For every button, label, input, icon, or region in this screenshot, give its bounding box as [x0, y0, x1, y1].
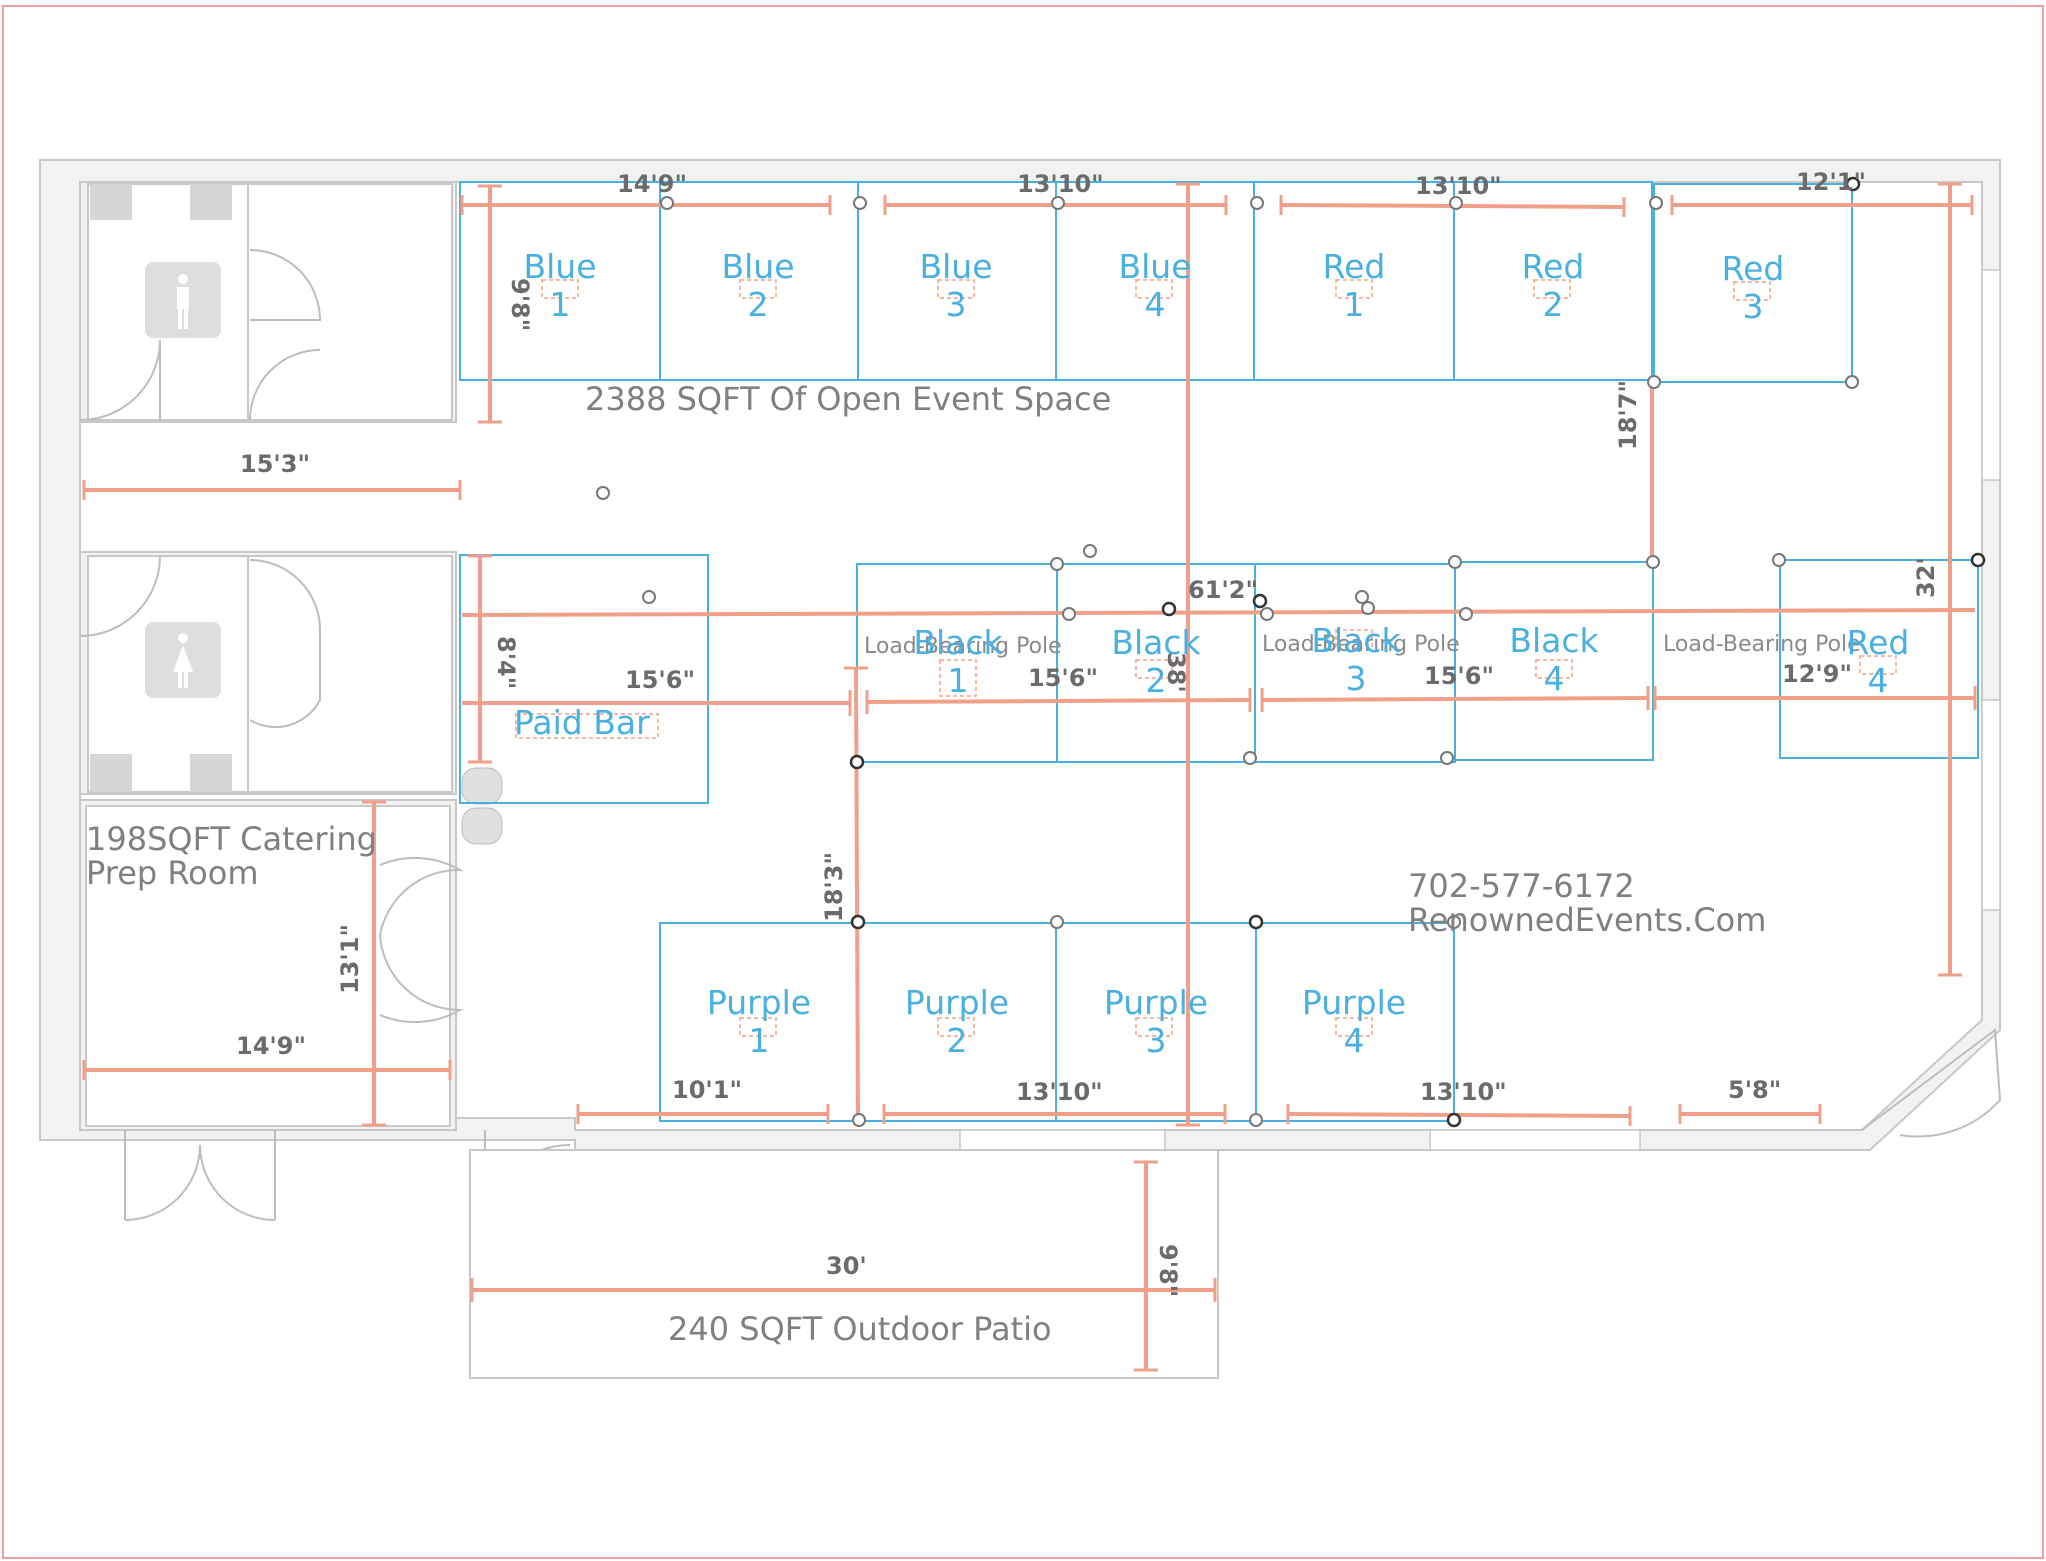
dim-top-blue34: 13'10": [1017, 170, 1104, 198]
dim-restroom-width: 15'3": [240, 450, 310, 478]
booth-blue-2-name: Blue: [721, 247, 794, 286]
pole-label-2: Load-Bearing Pole: [1262, 632, 1460, 657]
booth-blue-4-name: Blue: [1118, 247, 1191, 286]
booth-blue-3-name: Blue: [919, 247, 992, 286]
booth-red-3-name: Red: [1722, 249, 1785, 288]
booth-blue-1-name: Blue: [523, 247, 596, 286]
patio-area: [469, 1028, 2002, 1379]
dim-red4-width: 12'9": [1782, 660, 1852, 688]
website-label: RenownedEvents.Com: [1408, 901, 1766, 939]
booth-black-1-name: Black: [913, 623, 1003, 662]
dim-left-aisle: 18'3": [820, 852, 848, 922]
booth-black-1-num: 1: [948, 661, 969, 700]
booth-red-2-name: Red: [1522, 247, 1585, 286]
dim-bar-width: 15'6": [625, 666, 695, 694]
dim-patio-depth: 9'8": [1154, 1244, 1182, 1297]
booth-boxes: [459, 181, 1979, 1122]
pole-label-1: Load-Bearing Pole: [864, 634, 1062, 659]
open-space-label: 2388 SQFT Of Open Event Space: [585, 380, 1111, 418]
booth-black-4-name: Black: [1509, 621, 1599, 660]
booth-black-4-num: 4: [1544, 659, 1565, 698]
dim-hall-width: 61'2": [1188, 576, 1258, 604]
booth-purple-2-name: Purple: [905, 983, 1009, 1022]
dimension-lines: [82, 182, 1977, 1372]
dim-bottom-p4: 13'10": [1420, 1078, 1507, 1106]
booth-red-1-name: Red: [1323, 247, 1386, 286]
dim-catering-width: 14'9": [236, 1032, 306, 1060]
dim-top-blue12: 14'9": [617, 170, 687, 198]
booth-purple-1-num: 1: [749, 1021, 770, 1060]
pole-label-3: Load-Bearing Pole: [1663, 632, 1861, 657]
dim-patio-width: 30': [826, 1252, 867, 1280]
dim-black12: 15'6": [1028, 664, 1098, 692]
booth-black-3-num: 3: [1346, 659, 1367, 698]
catering-label-line1: 198SQFT Catering: [86, 820, 377, 858]
catering-label-line2: Prep Room: [86, 854, 258, 892]
dim-top-red3: 12'1": [1796, 168, 1866, 196]
dim-bottom-p23: 13'10": [1016, 1078, 1103, 1106]
dim-center-vertical: 38': [1162, 652, 1190, 693]
phone-number: 702-577-6172: [1408, 867, 1635, 905]
booth-red-2-num: 2: [1543, 285, 1564, 324]
booth-purple-4-num: 4: [1344, 1021, 1365, 1060]
node-markers: [596, 176, 1986, 1128]
booth-red-4-name: Red: [1847, 623, 1910, 662]
dim-right-aisle: 18'7": [1614, 380, 1642, 450]
booth-purple-4-name: Purple: [1302, 983, 1406, 1022]
dim-top-red12: 13'10": [1415, 172, 1502, 200]
dim-bottom-p1: 10'1": [672, 1076, 742, 1104]
restroom-women: [79, 551, 457, 795]
booth-labels: Blue 1 Blue 2 Blue 3 Blue 4 Red 1 Red 2 …: [523, 247, 1909, 1060]
patio-label: 240 SQFT Outdoor Patio: [668, 1310, 1052, 1348]
booth-purple-3-num: 3: [1146, 1021, 1167, 1060]
catering-room: [79, 767, 571, 1231]
booth-purple-3-name: Purple: [1104, 983, 1208, 1022]
booth-blue-3-num: 3: [946, 285, 967, 324]
booth-red-3-num: 3: [1743, 287, 1764, 326]
booth-blue-1-num: 1: [550, 285, 571, 324]
booth-red-1-num: 1: [1344, 285, 1365, 324]
page-border: [2, 5, 2044, 1559]
booth-black-2-name: Black: [1111, 623, 1201, 662]
restroom-men: [79, 181, 457, 423]
booth-blue-2-num: 2: [748, 285, 769, 324]
building-walls: [39, 159, 2001, 1151]
paid-bar-label: Paid Bar: [514, 703, 650, 742]
number-markers: [515, 279, 1897, 1037]
dim-blue-depth: 9'8": [506, 278, 534, 331]
dimension-labels: 14'9" 13'10" 13'10" 12'1" 9'8" 15'3" 8'4…: [236, 168, 1940, 1297]
booth-purple-1-name: Purple: [707, 983, 811, 1022]
dim-bar-depth: 8'4": [492, 636, 520, 689]
booth-purple-2-num: 2: [947, 1021, 968, 1060]
dim-black34: 15'6": [1424, 662, 1494, 690]
dim-room-depth: 32': [1912, 557, 1940, 598]
dim-catering-depth: 13'1": [336, 924, 364, 994]
booth-black-2-num: 2: [1146, 661, 1167, 700]
booth-black-3-name: Black: [1311, 621, 1401, 660]
dim-bottom-right: 5'8": [1728, 1076, 1781, 1104]
booth-red-4-num: 4: [1868, 661, 1889, 700]
booth-blue-4-num: 4: [1145, 285, 1166, 324]
